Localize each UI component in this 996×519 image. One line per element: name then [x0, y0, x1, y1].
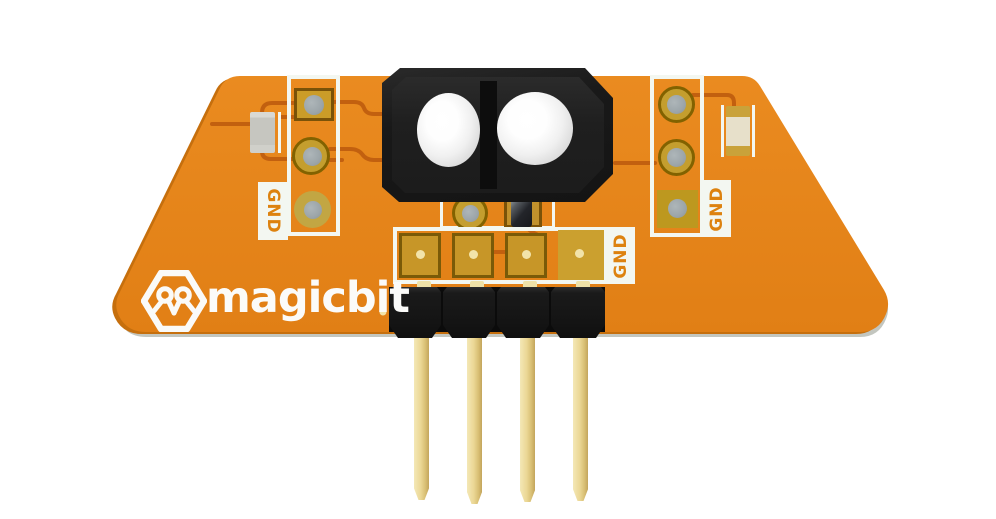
magicbit-logo-text: magicbit	[206, 273, 410, 323]
header-housing-segment-4	[551, 287, 605, 338]
ir-receiver-dome	[497, 92, 573, 165]
header-pin-1	[414, 334, 429, 500]
pin-top-4	[576, 281, 590, 289]
header-gnd-label-text: GND	[611, 232, 631, 279]
left-gnd-label: GND	[258, 182, 288, 240]
header-housing-segment-2	[443, 287, 495, 338]
header-pad-3	[505, 233, 547, 278]
header-pin-4	[573, 334, 588, 501]
pin-top-1	[417, 281, 431, 289]
header-pin-dot-4	[575, 249, 584, 258]
smd-resistor-silk-line	[278, 112, 281, 153]
magicbit-logo-icon	[141, 270, 207, 332]
right-connector-hole-2	[667, 148, 686, 167]
right-connector-outline	[650, 75, 704, 237]
left-connector-hole-1	[304, 95, 324, 115]
right-gnd-label-text: GND	[707, 185, 727, 232]
header-pin-dot-1	[416, 250, 425, 259]
copper-traces	[210, 93, 736, 254]
right-connector-hole-3	[668, 199, 687, 218]
smd-resistor	[250, 112, 275, 153]
pin-top-2	[470, 281, 484, 289]
header-pin-2	[467, 334, 482, 504]
smd-capacitor	[726, 106, 750, 156]
header-housing-segment-3	[497, 287, 549, 338]
ir-emitter-dome	[417, 93, 480, 167]
left-connector-outline	[287, 75, 340, 236]
sensor-leg	[511, 197, 532, 227]
pin-top-3	[523, 281, 537, 289]
smd-capacitor-silk-line-left	[721, 105, 724, 157]
left-connector-hole-2	[303, 147, 322, 166]
header-housing-segment-1	[389, 287, 441, 338]
header-pin-3	[520, 334, 535, 502]
right-connector-pad-2	[658, 139, 695, 176]
via-dots	[379, 289, 387, 316]
header-gnd-label: GND	[607, 227, 635, 284]
sensor-pad-hole	[462, 205, 479, 222]
right-connector-hole-1	[667, 95, 686, 114]
header-pin-dot-3	[522, 250, 531, 259]
smd-capacitor-silk-line-right	[752, 105, 755, 157]
left-gnd-label-text: GND	[263, 188, 283, 234]
right-connector-pad-1	[658, 86, 695, 123]
right-gnd-label: GND	[703, 180, 731, 237]
header-pads-outline	[393, 227, 607, 284]
header-pin-dot-2	[469, 250, 478, 259]
ir-sensor-divider	[480, 81, 497, 189]
left-connector-hole-3	[304, 201, 322, 219]
